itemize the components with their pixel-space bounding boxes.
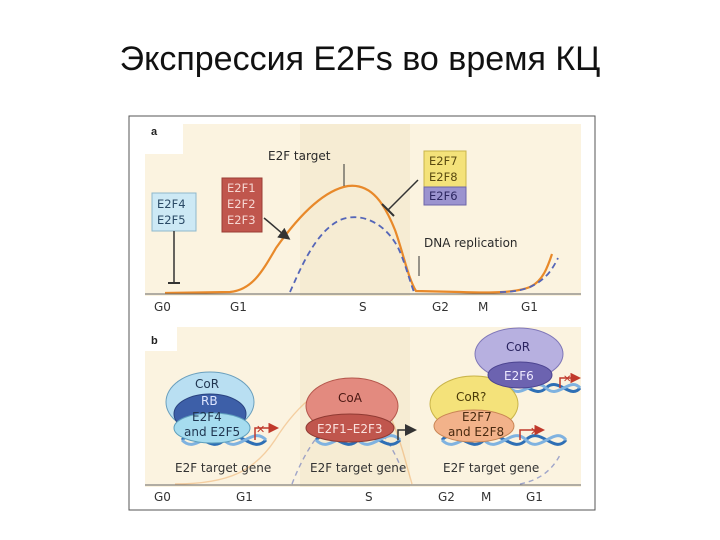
blocked-transcription-arrow-4: [559, 372, 581, 388]
e2f2-label: E2F2: [227, 197, 256, 211]
panel-a-label: a: [151, 126, 158, 138]
panel-b-faint-dashed-2: [519, 454, 561, 485]
blocked-x-4: ✕: [563, 374, 571, 385]
blocked-transcription-arrow-1: [254, 422, 279, 440]
panel-a-phase-g1b: G1: [521, 300, 538, 314]
slide-title: Экспрессия E2Fs во время КЦ: [119, 40, 601, 78]
dna-replication-curve-2: [499, 257, 559, 293]
s-phase-shade: [300, 124, 410, 296]
e2f1-e2f3-complex-label: E2F1–E2F3: [317, 422, 383, 436]
panel-a-label-tab: [145, 124, 183, 154]
e2f6-complex-label: E2F6: [504, 369, 534, 383]
e2f7-e2f8-box: [423, 150, 467, 188]
e2f4-e2f5-label-1: E2F4: [192, 410, 222, 424]
blocked-transcription-arrow-3: [519, 424, 545, 440]
panel-b-phase-g0: G0: [154, 490, 171, 504]
e2f6-box: [423, 186, 467, 206]
panel-a-phase-g0: G0: [154, 300, 171, 314]
e2f5-label: E2F5: [157, 213, 186, 227]
active-transcription-arrow: [397, 424, 417, 440]
cor-top-label: CoR: [506, 340, 530, 354]
e2f78-label-1: E2F7: [462, 410, 492, 424]
gene-label-1: E2F target gene: [175, 461, 271, 475]
panel-b-phase-m: M: [481, 490, 491, 504]
complex-cor-rb-e2f45: CoR RB E2F4 and E2F5: [165, 371, 255, 444]
e2f1-label: E2F1: [227, 181, 256, 195]
e2f3-label: E2F3: [227, 213, 256, 227]
cor-label: CoR: [195, 377, 219, 391]
e2f7-label: E2F7: [429, 154, 458, 168]
panel-b-phase-g1b: G1: [526, 490, 543, 504]
gene-label-2: E2F target gene: [310, 461, 406, 475]
panel-a-phase-m: M: [478, 300, 488, 314]
e2f6-label: E2F6: [429, 189, 458, 203]
blocked-x-1: ✕: [256, 423, 265, 436]
cor-q-label: CoR?: [456, 390, 486, 404]
panel-a: a E2F target DNA replication E2F4 E2F5 E…: [145, 124, 581, 314]
e2f-target-label: E2F target: [268, 149, 331, 163]
rb-label: RB: [201, 394, 218, 408]
dna-replication-curve: [289, 216, 415, 293]
e2f123-activation-arrow: [263, 217, 291, 240]
panel-b-label: b: [151, 335, 158, 347]
e2f78-label-2: and E2F8: [448, 425, 504, 439]
panel-a-phase-g2: G2: [432, 300, 449, 314]
e2f-target-curve: [164, 184, 554, 295]
dna-replication-label: DNA replication: [424, 236, 518, 250]
complex-coa-e2f13: CoA E2F1–E2F3: [305, 377, 399, 443]
panel-b-phase-g1: G1: [236, 490, 253, 504]
coa-label: CoA: [338, 391, 363, 405]
panel-b-phase-g2: G2: [438, 490, 455, 504]
e2f4-e2f5-label-2: and E2F5: [184, 425, 240, 439]
panel-b-phase-s: S: [365, 490, 373, 504]
panel-b: b CoR RB: [145, 327, 582, 504]
panel-b-label-tab: [145, 327, 177, 351]
e2f4-label: E2F4: [157, 197, 186, 211]
e2f8-label: E2F8: [429, 170, 458, 184]
blocked-x-3: ✕: [530, 425, 539, 438]
gene-label-3: E2F target gene: [443, 461, 539, 475]
panel-a-phase-g1: G1: [230, 300, 247, 314]
panel-a-phase-s: S: [359, 300, 367, 314]
e2f678-inhibition-line: [387, 179, 419, 211]
complex-cor-e2f78: CoR? E2F7 and E2F8: [429, 375, 519, 443]
complex-cor-e2f6: CoR E2F6: [474, 327, 564, 389]
e2f1-e2f3-box: [221, 177, 263, 233]
e2f678-inhibition-bar: [381, 203, 395, 217]
e2f4-e2f5-box: [151, 192, 197, 232]
